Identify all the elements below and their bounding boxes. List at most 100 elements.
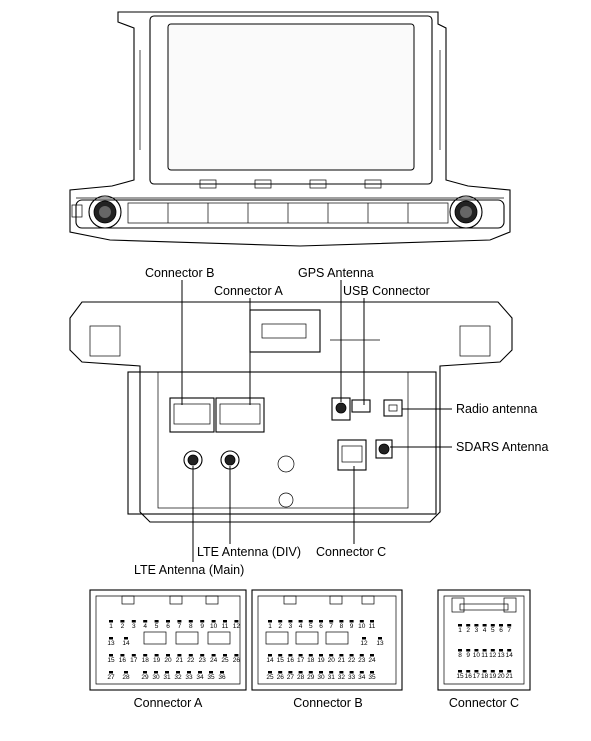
pin-number: 11 bbox=[369, 623, 376, 630]
label-connector-b: Connector B bbox=[145, 266, 214, 280]
pin-number: 3 bbox=[289, 623, 293, 630]
pin-marker bbox=[474, 649, 479, 652]
pin-marker bbox=[187, 671, 191, 674]
pin-number: 1 bbox=[268, 623, 272, 630]
pin-number: 12 bbox=[360, 640, 368, 647]
pin-marker bbox=[288, 620, 293, 623]
pin-marker bbox=[370, 671, 374, 674]
pin-number: 11 bbox=[222, 623, 229, 630]
button-strip bbox=[127, 202, 449, 224]
pin-number: 6 bbox=[499, 627, 503, 634]
pin-number: 30 bbox=[152, 674, 160, 681]
pin-number: 17 bbox=[473, 673, 481, 680]
pin-number: 1 bbox=[109, 623, 113, 630]
pin-number: 1 bbox=[458, 627, 462, 634]
pin-number: 16 bbox=[465, 673, 473, 680]
pin-number: 15 bbox=[107, 657, 115, 664]
pin-marker bbox=[154, 620, 159, 623]
pin-number: 6 bbox=[166, 623, 170, 630]
pin-number: 33 bbox=[185, 674, 193, 681]
pin-number: 13 bbox=[107, 640, 115, 647]
volume-knob bbox=[88, 195, 122, 229]
pin-number: 20 bbox=[328, 657, 336, 664]
pin-marker bbox=[154, 671, 158, 674]
pin-marker bbox=[329, 671, 334, 674]
pin-marker bbox=[109, 654, 113, 657]
pin-marker bbox=[200, 654, 205, 657]
pin-marker bbox=[319, 671, 323, 674]
pin-number: 24 bbox=[210, 657, 218, 664]
pin-marker bbox=[329, 620, 334, 623]
pin-marker bbox=[474, 624, 479, 627]
pin-marker bbox=[499, 624, 503, 627]
pin-marker bbox=[349, 671, 354, 674]
pin-marker bbox=[507, 670, 512, 673]
pin-marker bbox=[200, 620, 205, 623]
pin-number: 23 bbox=[199, 657, 207, 664]
pin-number: 19 bbox=[153, 657, 161, 664]
pin-marker bbox=[499, 670, 503, 673]
pin-marker bbox=[154, 654, 159, 657]
pin-marker bbox=[362, 637, 366, 640]
label-connector-c: Connector C bbox=[316, 545, 386, 559]
pin-marker bbox=[288, 654, 293, 657]
pin-number: 27 bbox=[107, 674, 115, 681]
pin-number: 9 bbox=[350, 623, 354, 630]
radio-antenna-port bbox=[383, 399, 403, 417]
pin-marker bbox=[466, 649, 471, 652]
pin-marker bbox=[458, 624, 462, 627]
pin-marker bbox=[298, 620, 303, 623]
pin-marker bbox=[490, 649, 495, 652]
pin-number: 16 bbox=[119, 657, 127, 664]
pin-marker bbox=[109, 637, 113, 640]
pin-marker bbox=[359, 671, 364, 674]
pin-marker bbox=[308, 654, 313, 657]
pin-marker bbox=[165, 671, 169, 674]
pin-number: 7 bbox=[178, 623, 182, 630]
pin-marker bbox=[308, 620, 313, 623]
pin-number: 10 bbox=[358, 623, 366, 630]
pin-marker bbox=[482, 670, 487, 673]
head-unit-front-view bbox=[69, 11, 511, 247]
pin-number: 32 bbox=[174, 674, 182, 681]
pin-number: 20 bbox=[497, 673, 505, 680]
pin-marker bbox=[308, 671, 313, 674]
pin-number: 14 bbox=[266, 657, 274, 664]
pin-marker bbox=[220, 671, 224, 674]
pin-marker bbox=[288, 671, 293, 674]
pin-number: 33 bbox=[348, 674, 356, 681]
pin-marker bbox=[268, 671, 272, 674]
connector-c-socket bbox=[337, 439, 367, 471]
pin-marker bbox=[490, 624, 495, 627]
pin-marker bbox=[319, 654, 323, 657]
pin-marker bbox=[359, 620, 364, 623]
pin-number: 3 bbox=[475, 627, 479, 634]
pin-marker bbox=[278, 620, 283, 623]
pin-number: 21 bbox=[176, 657, 184, 664]
pin-marker bbox=[188, 654, 193, 657]
pin-marker bbox=[166, 654, 170, 657]
pin-marker bbox=[223, 654, 227, 657]
pin-number: 26 bbox=[233, 657, 241, 664]
pin-number: 21 bbox=[506, 673, 514, 680]
pin-number: 28 bbox=[297, 674, 305, 681]
pin-marker bbox=[507, 649, 512, 652]
caption-connector-b: Connector B bbox=[293, 696, 362, 710]
pin-marker bbox=[211, 654, 216, 657]
pin-number: 26 bbox=[277, 674, 285, 681]
usb-port bbox=[351, 399, 371, 413]
pin-marker bbox=[370, 620, 374, 623]
pin-number: 5 bbox=[155, 623, 159, 630]
pin-marker bbox=[131, 620, 136, 623]
connector-a-socket bbox=[215, 397, 265, 433]
pin-number: 34 bbox=[358, 674, 366, 681]
pin-marker bbox=[223, 620, 227, 623]
pin-marker bbox=[298, 671, 303, 674]
pin-number: 23 bbox=[358, 657, 366, 664]
pin-marker bbox=[268, 654, 272, 657]
caption-connector-a: Connector A bbox=[134, 696, 203, 710]
